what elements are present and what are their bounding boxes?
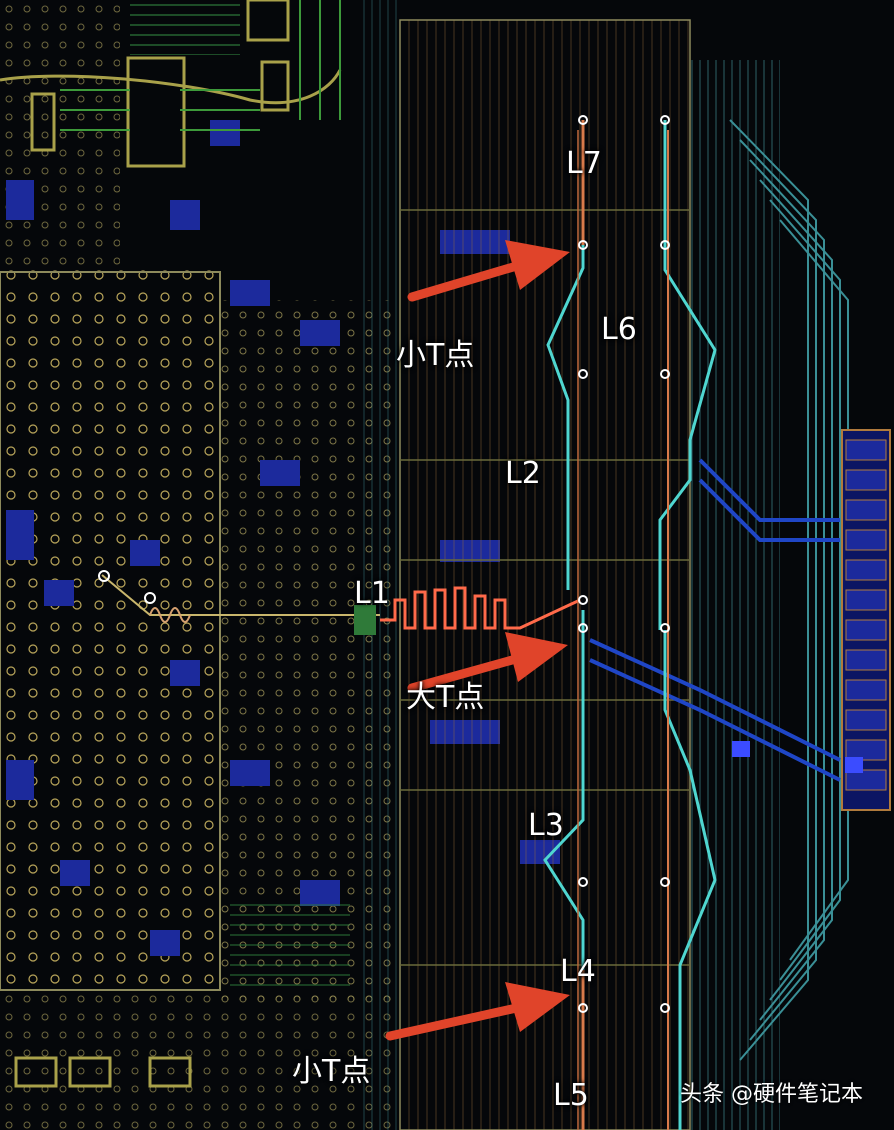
label-l6: L6 <box>601 312 637 347</box>
label-l5: L5 <box>553 1078 589 1113</box>
label-l2: L2 <box>505 456 541 491</box>
green-trace-bundles <box>60 0 350 990</box>
callout-small-t-bottom: 小T点 <box>292 1054 371 1089</box>
label-l3: L3 <box>528 808 564 843</box>
arrow-small-t-bottom <box>385 982 570 1041</box>
callout-small-t-top: 小T点 <box>396 338 475 373</box>
connector-pads <box>732 429 891 811</box>
l1-trace <box>98 570 380 635</box>
arrow-big-t <box>407 632 568 693</box>
label-l7: L7 <box>566 146 602 181</box>
l1-serpentine-trace <box>380 586 581 630</box>
routing-channels <box>360 0 780 1130</box>
horizontal-bus <box>400 209 690 966</box>
arrow-small-t-top <box>407 240 570 302</box>
bga-via-field <box>0 0 400 1130</box>
watermark: 头条 @硬件笔记本 <box>680 1076 863 1108</box>
annotation-arrows <box>385 240 570 1041</box>
blue-diagonal-bundle <box>589 458 841 782</box>
topology-nodes <box>578 115 670 1013</box>
label-l4: L4 <box>560 954 596 989</box>
label-l1: L1 <box>354 576 390 611</box>
l3-trace <box>543 610 585 970</box>
callout-big-t: 大T点 <box>406 680 485 715</box>
second-lane-lower <box>663 630 717 1130</box>
watermark-text: 头条 @硬件笔记本 <box>680 1082 863 1107</box>
